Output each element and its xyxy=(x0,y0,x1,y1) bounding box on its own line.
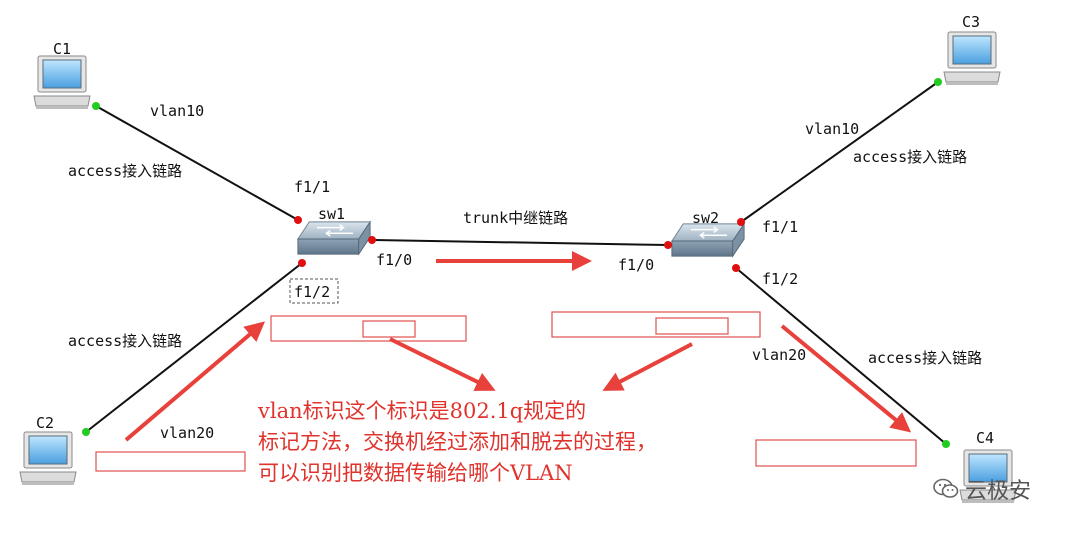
frame-boxes xyxy=(95,311,917,472)
device-name-c3: C3 xyxy=(962,13,980,31)
port-label-sw1-f11: f1/1 xyxy=(294,178,330,196)
device-sw2[interactable] xyxy=(671,223,745,257)
annotation-text: vlan标识这个标识是802.1q规定的 标记方法，交换机经过添加和脱去的过程，… xyxy=(258,396,778,489)
device-name-sw2: sw2 xyxy=(692,209,719,227)
watermark-text: 云极安 xyxy=(965,479,1032,504)
device-name-c2: C2 xyxy=(36,414,54,432)
host-dot-c1 xyxy=(92,102,100,110)
link-trunk xyxy=(371,239,669,246)
host-dot-c3 xyxy=(934,78,942,86)
arrow-tag-sw2-to-note xyxy=(602,342,693,391)
port-label-sw2-f12: f1/2 xyxy=(762,270,798,288)
port-dots xyxy=(82,78,950,448)
host-dot-c4 xyxy=(942,440,950,448)
link-c1-sw1 xyxy=(95,105,299,221)
arrows xyxy=(124,251,912,442)
link-label-c1-type: access接入链路 xyxy=(68,162,182,180)
port-label-sw1-f12: f1/2 xyxy=(294,283,330,301)
device-sw1[interactable] xyxy=(297,221,371,255)
link-c3-sw2 xyxy=(740,81,939,223)
device-c3[interactable] xyxy=(943,31,1001,86)
link-label-c4-type: access接入链路 xyxy=(868,349,982,367)
arrow-c2-to-sw1 xyxy=(124,321,266,442)
device-name-c1: C1 xyxy=(53,40,71,58)
host-dot-c2 xyxy=(82,428,90,436)
link-label-trunk: trunk中继链路 xyxy=(463,209,568,227)
links xyxy=(85,81,947,445)
device-name-c4: C4 xyxy=(976,429,994,447)
annotation-line-1: vlan标识这个标识是802.1q规定的 xyxy=(258,399,587,423)
port-dot-sw1-f11 xyxy=(294,216,302,224)
link-c2-sw1 xyxy=(85,262,303,433)
device-name-sw1: sw1 xyxy=(318,205,345,223)
link-label-c3-vlan: vlan10 xyxy=(805,120,859,138)
watermark: 云极安 xyxy=(933,473,1031,505)
frame-sw2-tagged xyxy=(551,311,761,338)
port-dot-sw2-f12 xyxy=(732,264,740,272)
device-c1[interactable] xyxy=(33,55,91,110)
port-dot-sw1-f12 xyxy=(298,259,306,267)
port-dot-sw1-f10 xyxy=(368,236,376,244)
port-dot-sw2-f10 xyxy=(664,241,672,249)
link-label-c3-type: access接入链路 xyxy=(853,148,967,166)
vlan-tag-sw2 xyxy=(655,317,729,335)
frame-c4-untagged xyxy=(755,439,917,467)
annotation-line-3: 可以识别把数据传输给哪个VLAN xyxy=(258,461,573,485)
link-label-c4-vlan: vlan20 xyxy=(752,346,806,364)
arrow-tag-sw1-to-note xyxy=(389,337,496,391)
link-label-c2-type: access接入链路 xyxy=(68,332,182,350)
port-dot-sw2-f11 xyxy=(737,218,745,226)
link-label-c1-vlan: vlan10 xyxy=(150,102,204,120)
vlan-tag-sw1 xyxy=(362,320,416,338)
arrow-sw2-to-c4 xyxy=(780,324,912,433)
link-label-c2-vlan: vlan20 xyxy=(160,424,214,442)
frame-c2-untagged xyxy=(95,451,246,472)
wechat-icon xyxy=(933,478,959,498)
port-label-sw2-f11: f1/1 xyxy=(762,218,798,236)
port-highlight-f12 xyxy=(289,278,339,304)
annotation-line-2: 标记方法，交换机经过添加和脱去的过程， xyxy=(258,430,657,454)
port-label-sw1-f10: f1/0 xyxy=(376,251,412,269)
device-c2[interactable] xyxy=(19,431,77,486)
port-label-sw2-f10: f1/0 xyxy=(618,256,654,274)
frame-sw1-tagged xyxy=(270,315,467,342)
